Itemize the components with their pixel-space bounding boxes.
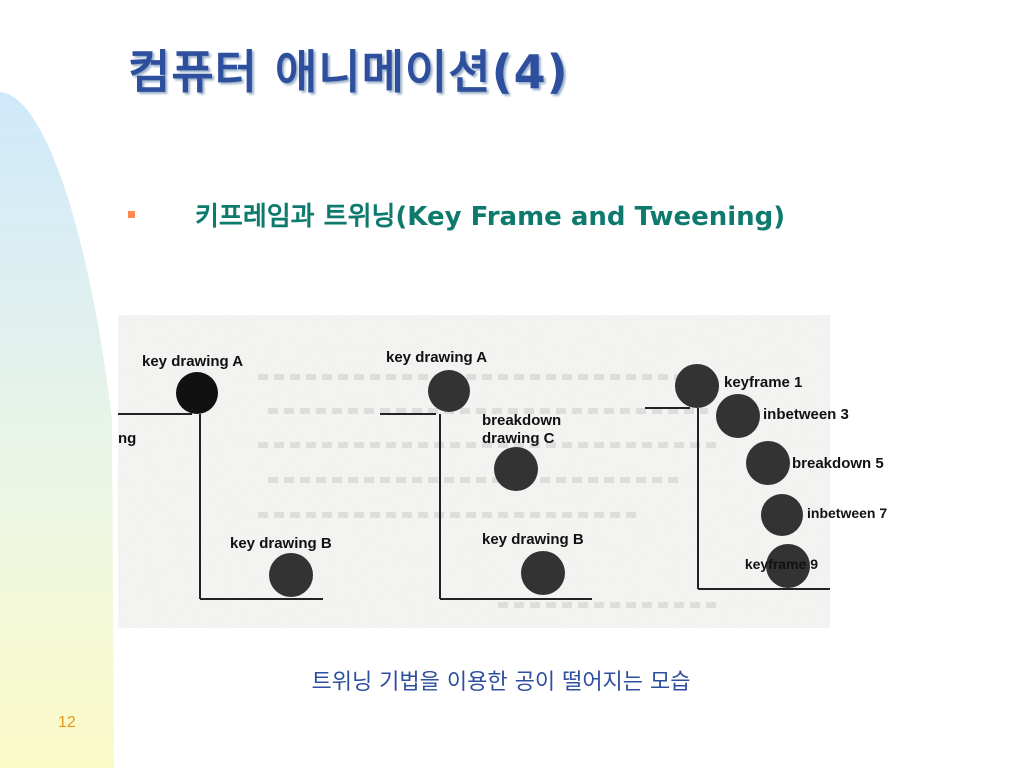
ball-keyframe-1 bbox=[675, 364, 719, 408]
ball-key-b bbox=[269, 553, 313, 597]
label-breakdown-line2: drawing C bbox=[482, 430, 555, 447]
label-keyframe-9: keyframe 9 bbox=[745, 556, 818, 572]
slide-title: 컴퓨터 애니메이션(4) bbox=[128, 45, 569, 99]
bullet-item: 키프레임과 트위닝(Key Frame and Tweening) bbox=[128, 196, 785, 233]
label-key-drawing-a: key drawing A bbox=[142, 353, 243, 370]
label-key-drawing-a: key drawing A bbox=[386, 349, 487, 366]
label-key-drawing-b: key drawing B bbox=[230, 535, 332, 552]
bullet-text: 키프레임과 트위닝(Key Frame and Tweening) bbox=[195, 202, 786, 232]
ball-key-a bbox=[428, 370, 470, 412]
page-number: 12 bbox=[58, 714, 76, 731]
label-breakdown-5: breakdown 5 bbox=[792, 455, 884, 472]
label-breakdown-line1: breakdown bbox=[482, 412, 561, 429]
label-inbetween-7: inbetween 7 bbox=[807, 505, 887, 521]
figure-caption-text: 트위닝 기법을 이용한 공이 떨어지는 모습 bbox=[311, 670, 691, 695]
bleed-through-text bbox=[258, 374, 718, 608]
label-keyframe-1: keyframe 1 bbox=[724, 374, 802, 391]
panel-3: keyframe 1 inbetween 3 breakdown 5 inbet… bbox=[645, 364, 887, 590]
ball-breakdown-5 bbox=[746, 441, 790, 485]
figure-drawing: key drawing A key drawing B ng key drawi… bbox=[118, 315, 887, 628]
ball-key-a bbox=[176, 372, 218, 414]
ball-breakdown-c bbox=[494, 447, 538, 491]
panel-2: key drawing A breakdown drawing C key dr… bbox=[380, 349, 592, 600]
label-inbetween-3: inbetween 3 bbox=[763, 406, 849, 423]
ball-key-b bbox=[521, 551, 565, 595]
label-key-drawing-b: key drawing B bbox=[482, 531, 584, 548]
ball-inbetween-3 bbox=[716, 394, 760, 438]
panel-1: key drawing A key drawing B ng bbox=[118, 353, 332, 600]
ball-inbetween-7 bbox=[761, 494, 803, 536]
ball-keyframe-9 bbox=[766, 544, 810, 588]
label-cut-off: ng bbox=[118, 430, 136, 447]
square-bullet-icon bbox=[128, 211, 135, 218]
tweening-figure: key drawing A key drawing B ng key drawi… bbox=[118, 315, 887, 628]
figure-caption: 트위닝 기법을 이용한 공이 떨어지는 모습 bbox=[0, 664, 1024, 696]
